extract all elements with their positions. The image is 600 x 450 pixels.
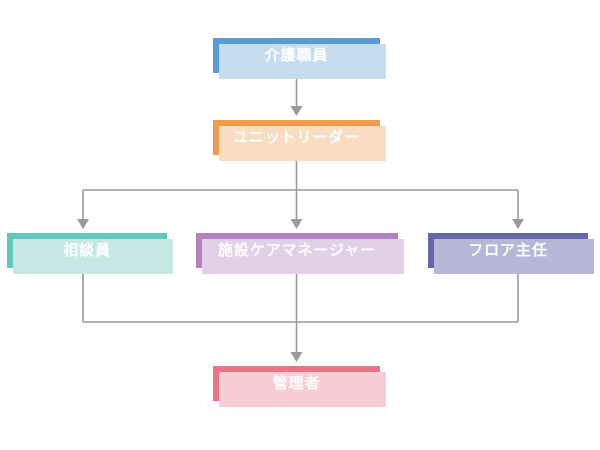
node-shadow bbox=[434, 239, 594, 274]
node-shadow bbox=[13, 239, 173, 274]
node-label-unit-leader: ユニットリーダー bbox=[232, 128, 361, 146]
node-facility-care-manager[interactable]: 施設ケアマネージャー bbox=[196, 233, 404, 274]
node-counselor[interactable]: 相談員 bbox=[7, 233, 173, 274]
node-label-facility-care-manager: 施設ケアマネージャー bbox=[218, 241, 376, 259]
node-label-counselor: 相談員 bbox=[63, 241, 111, 259]
node-unit-leader[interactable]: ユニットリーダー bbox=[213, 120, 386, 161]
node-label-administrator: 管理者 bbox=[272, 374, 321, 392]
node-shadow bbox=[219, 126, 386, 161]
arrowhead-administrator bbox=[290, 352, 303, 362]
node-label-floor-chief: フロア主任 bbox=[468, 241, 548, 259]
node-label-care-staff: 介護職員 bbox=[264, 46, 329, 64]
node-floor-chief[interactable]: フロア主任 bbox=[428, 233, 594, 274]
arrowhead-counselor bbox=[77, 219, 89, 229]
arrowhead-floor-chief bbox=[512, 219, 524, 229]
arrowhead-unit-leader bbox=[290, 106, 303, 116]
arrowhead-facility-care-manager bbox=[290, 219, 303, 229]
node-administrator[interactable]: 管理者 bbox=[213, 366, 386, 407]
node-shadow bbox=[219, 372, 386, 407]
node-care-staff[interactable]: 介護職員 bbox=[213, 38, 386, 79]
node-shadow bbox=[219, 44, 386, 79]
node-shadow bbox=[202, 239, 404, 274]
